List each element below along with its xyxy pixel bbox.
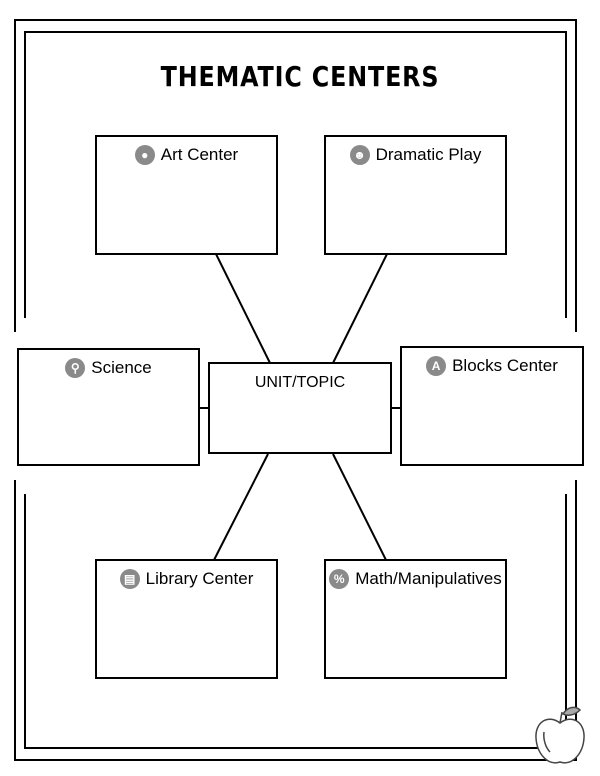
connector-math: [332, 453, 387, 561]
connector-dramatic: [332, 253, 388, 364]
art-center-label: Art Center: [160, 145, 239, 164]
library-center-label: Library Center: [145, 569, 254, 588]
math-manipulatives-box[interactable]: % Math/Manipulatives: [324, 559, 507, 679]
book-icon: ▤: [119, 569, 140, 589]
library-center-header: ▤ Library Center: [97, 569, 276, 589]
percent-icon: %: [329, 569, 350, 589]
connector-library: [213, 453, 269, 561]
dramatic-play-header: ☻ Dramatic Play: [326, 145, 505, 165]
blocks-center-header: A Blocks Center: [402, 356, 582, 376]
blocks-center-box[interactable]: A Blocks Center: [400, 346, 584, 466]
letter-block-icon: A: [426, 356, 447, 376]
connector-art: [215, 253, 271, 364]
unit-topic-label: UNIT/TOPIC: [254, 374, 346, 391]
double-border-frame: [14, 19, 577, 761]
art-center-header: ● Art Center: [97, 145, 276, 165]
math-manipulatives-label: Math/Manipulatives: [355, 569, 502, 588]
palette-icon: ●: [134, 145, 155, 165]
unit-topic-box[interactable]: UNIT/TOPIC: [208, 362, 392, 454]
microscope-icon: ⚲: [65, 358, 86, 378]
library-center-box[interactable]: ▤ Library Center: [95, 559, 278, 679]
science-box[interactable]: ⚲ Science: [17, 348, 200, 466]
dramatic-play-box[interactable]: ☻ Dramatic Play: [324, 135, 507, 255]
apple-icon: [535, 706, 585, 764]
math-manipulatives-header: % Math/Manipulatives: [326, 569, 505, 589]
science-header: ⚲ Science: [19, 358, 198, 378]
dramatic-play-label: Dramatic Play: [375, 145, 482, 164]
page-title: THEMATIC CENTERS: [160, 60, 440, 93]
science-label: Science: [91, 358, 152, 377]
connector-lines: [199, 253, 401, 561]
art-center-box[interactable]: ● Art Center: [95, 135, 278, 255]
theater-masks-icon: ☻: [349, 145, 370, 165]
blocks-center-label: Blocks Center: [452, 356, 558, 375]
